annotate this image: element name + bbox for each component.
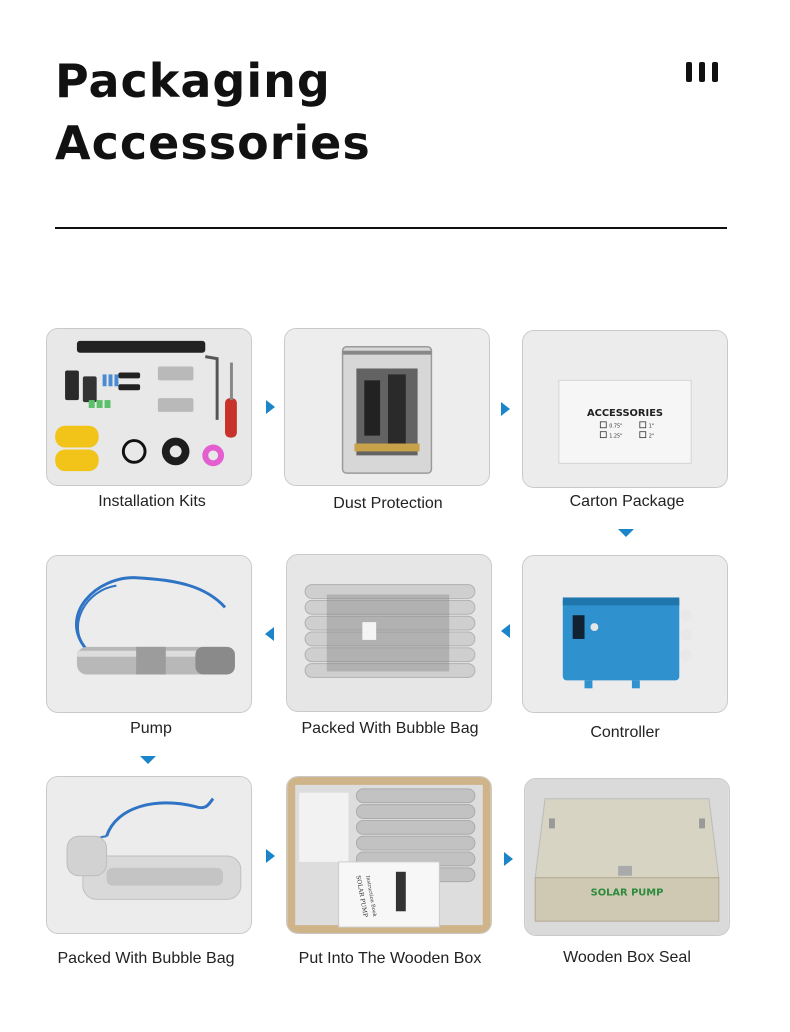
box-label-text: SOLAR PUMP bbox=[591, 888, 664, 899]
installation-kits-photo bbox=[46, 328, 252, 486]
arrow-left-icon bbox=[501, 624, 510, 638]
step-label-carton-package: Carton Package bbox=[569, 493, 685, 510]
title-divider bbox=[55, 227, 727, 229]
step-label-put-into-wooden-box: Put Into The Wooden Box bbox=[298, 950, 482, 967]
title-line-2: Accessories bbox=[55, 116, 371, 170]
step-label-wooden-box-seal: Wooden Box Seal bbox=[563, 949, 691, 966]
step-label-pump: Pump bbox=[130, 720, 172, 737]
packed-pump-photo bbox=[46, 776, 252, 934]
pump-photo bbox=[46, 555, 252, 713]
arrow-right-icon bbox=[504, 852, 513, 866]
bubble-bag-photo bbox=[286, 554, 492, 712]
arrow-left-icon bbox=[265, 627, 274, 641]
step-label-dust-protection: Dust Protection bbox=[333, 495, 443, 512]
step-label-packed-with-bubble-bag-2: Packed With Bubble Bag bbox=[57, 950, 235, 967]
step-label-installation-kits: Installation Kits bbox=[98, 493, 206, 510]
step-label-packed-with-bubble-bag: Packed With Bubble Bag bbox=[301, 720, 479, 737]
carton-option-2: 1" bbox=[649, 424, 654, 430]
carton-option-3: 1.25" bbox=[609, 434, 622, 440]
arrow-right-icon bbox=[501, 402, 510, 416]
page-title: Packaging Accessories bbox=[55, 50, 371, 174]
controller-photo bbox=[522, 555, 728, 713]
arrow-down-icon bbox=[140, 756, 156, 764]
carton-label-text: ACCESSORIES bbox=[587, 408, 663, 419]
dust-protection-photo bbox=[284, 328, 490, 486]
carton-option-4: 2" bbox=[649, 434, 654, 440]
wooden-box-seal-photo: SOLAR PUMP bbox=[524, 778, 730, 936]
title-line-1: Packaging bbox=[55, 54, 331, 108]
carton-package-photo: ACCESSORIES 0.75" 1" 1.25" 2" bbox=[522, 330, 728, 488]
wooden-box-packing-photo: SOLAR PUMP Instruction Book bbox=[286, 776, 492, 934]
step-label-controller: Controller bbox=[590, 724, 660, 741]
arrow-right-icon bbox=[266, 400, 275, 414]
menu-bars-icon[interactable] bbox=[686, 62, 718, 82]
arrow-down-icon bbox=[618, 529, 634, 537]
carton-option-1: 0.75" bbox=[609, 424, 622, 430]
arrow-right-icon bbox=[266, 849, 275, 863]
